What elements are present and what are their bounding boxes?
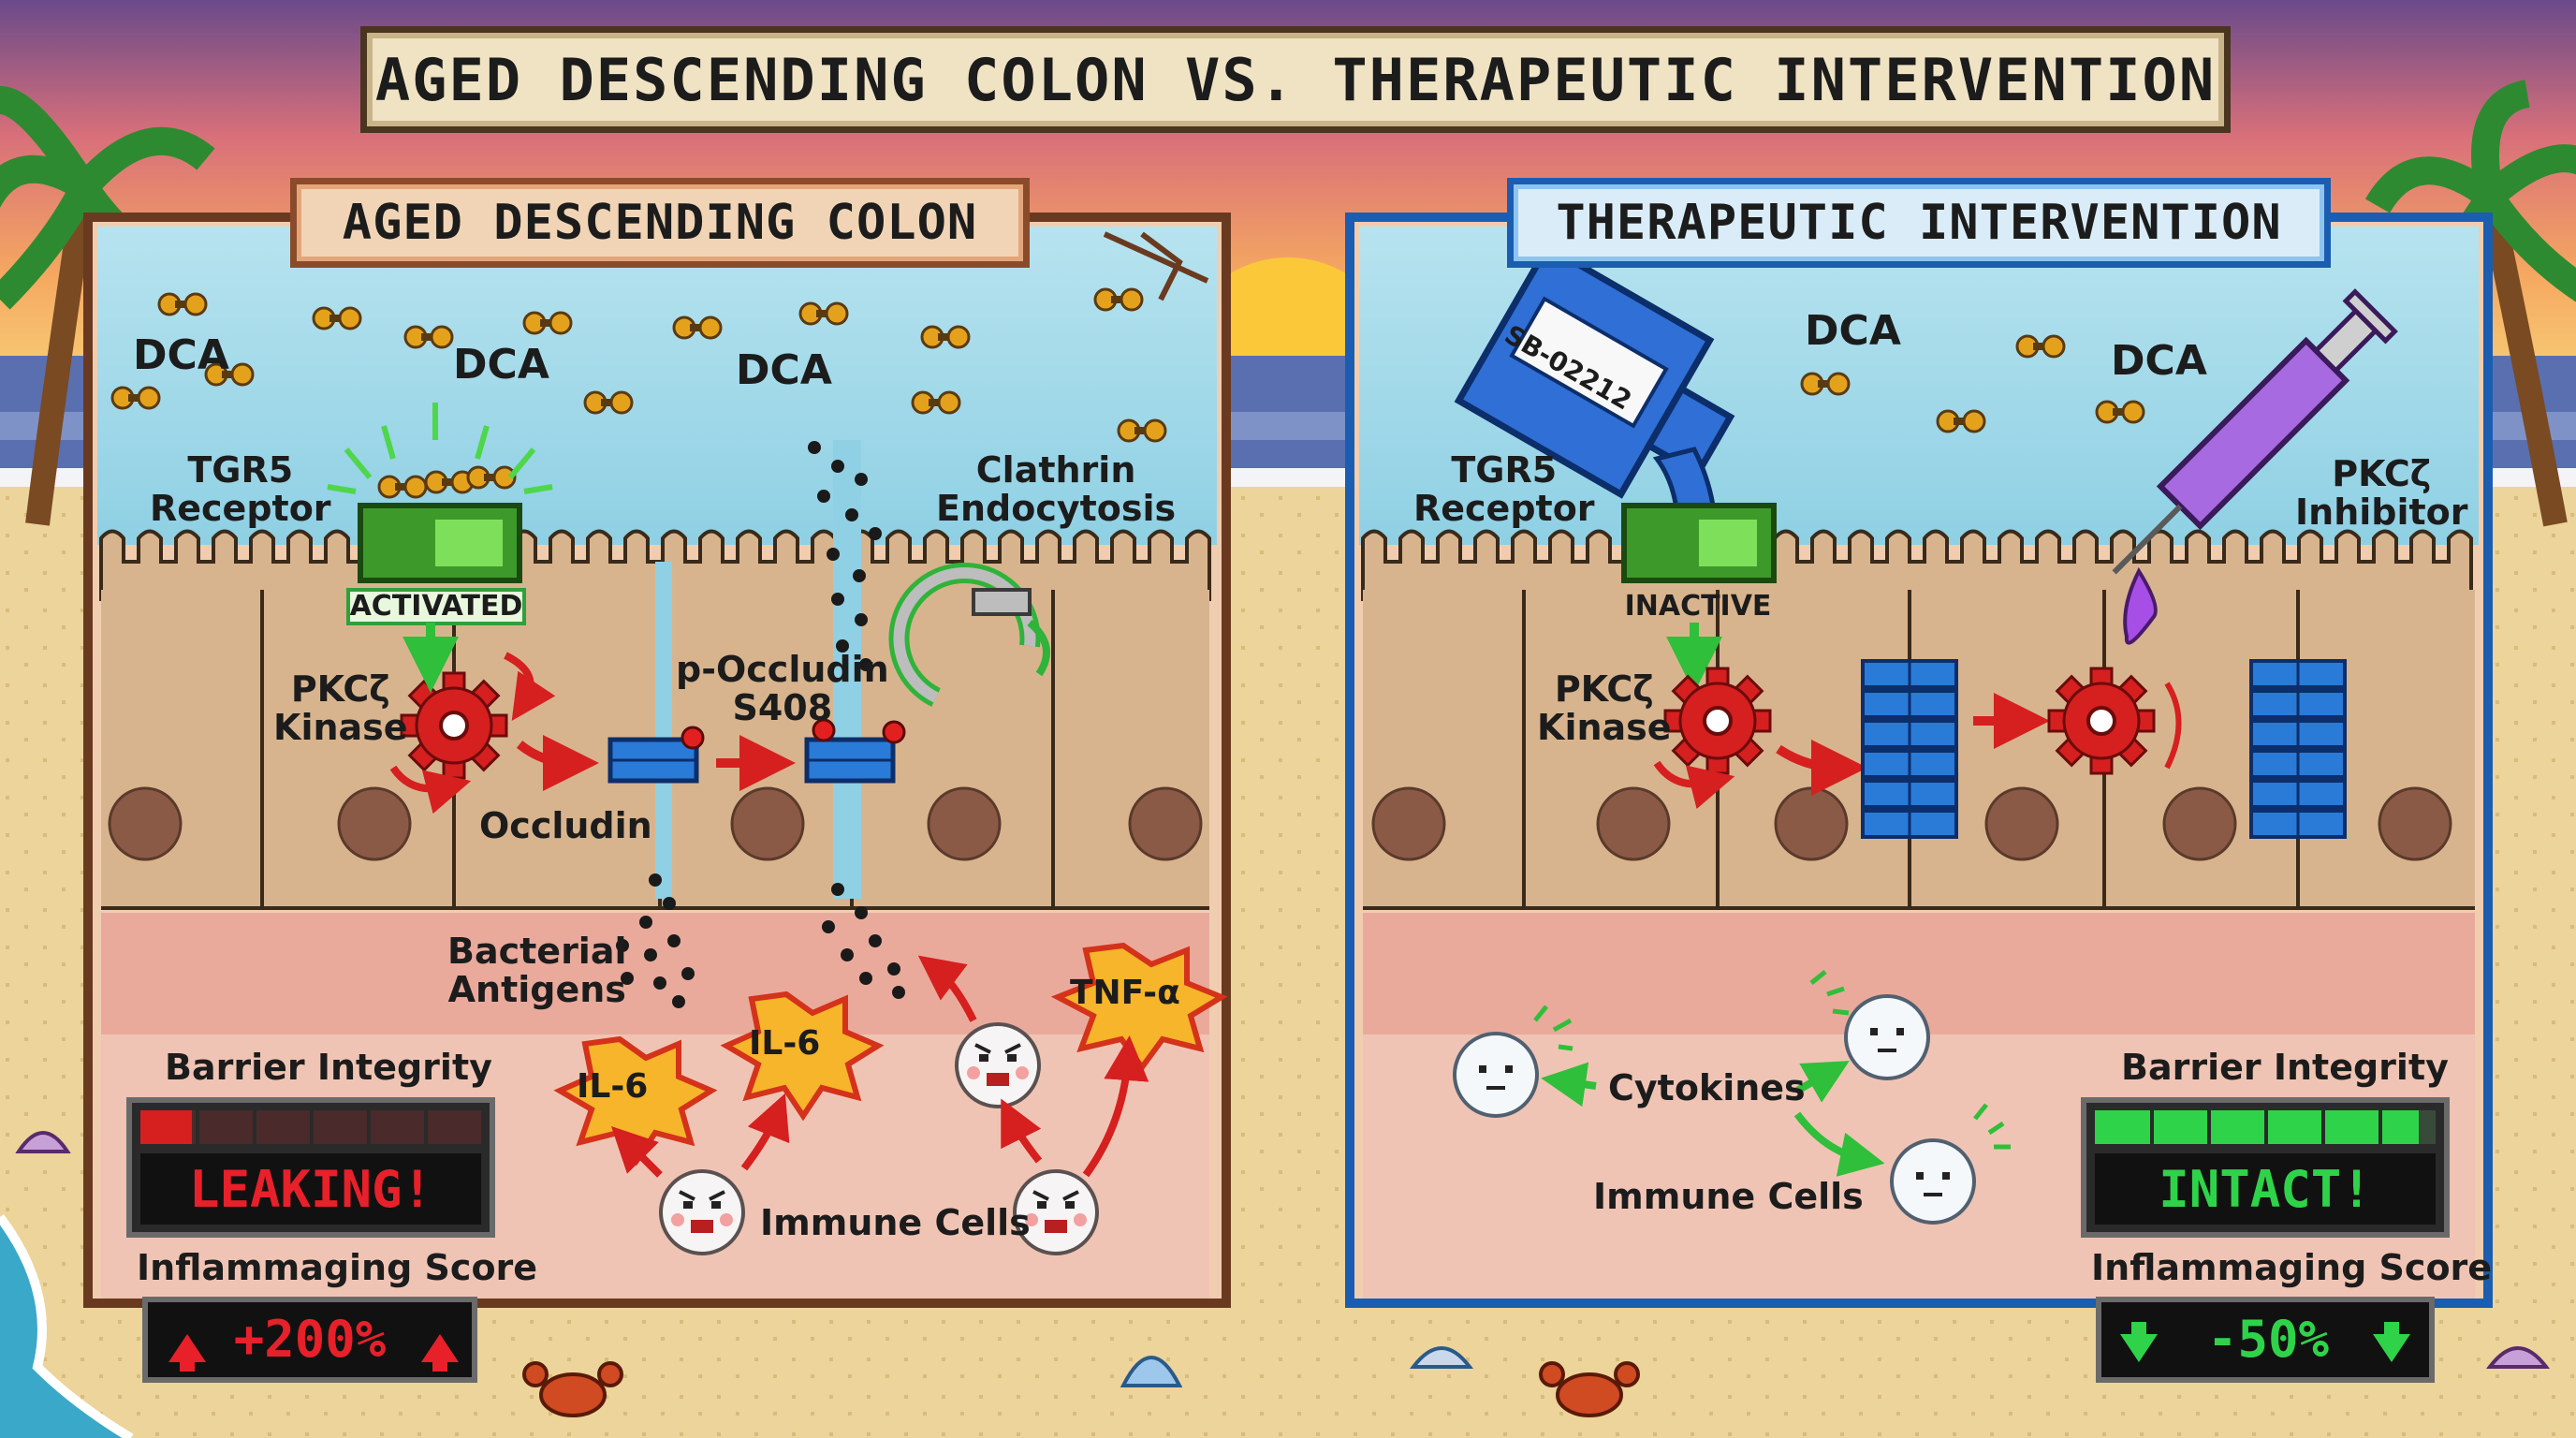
dca-label: DCA [453,341,549,389]
left-panel-title: AGED DESCENDING COLON [342,195,978,251]
immune-cells-label: Immune Cells [1593,1176,1864,1217]
inflammaging-score-label: Inflammaging Score [137,1247,538,1288]
immune-cell-icon [955,1022,1041,1108]
syringe-icon [2112,288,2398,645]
immune-cell-icon [1453,1032,1539,1118]
pkc-kinase-label: PKCζ Kinase [1537,668,1672,749]
tgr5-label: TGR5 Receptor [150,449,331,530]
pkc-gear-icon [1663,667,1772,775]
cytokines-label: Cytokines [1608,1067,1806,1108]
cytokine-label: IL-6 [577,1067,649,1106]
cytokine-label: IL-6 [749,1024,821,1063]
tight-junction-intact [1861,659,1958,839]
barrier-status: INTACT! [2159,1159,2372,1219]
main-title: AGED DESCENDING COLON VS. THERAPEUTIC IN… [374,45,2217,114]
main-title-banner: AGED DESCENDING COLON VS. THERAPEUTIC IN… [360,26,2231,133]
bacterial-antigens-label: Bacterial Antigens [447,931,627,1011]
dca-label: DCA [2111,337,2207,385]
bacterial-antigens [616,873,905,1008]
shell-icon [15,1131,71,1153]
tight-junction-intact [2249,659,2347,839]
inflammaging-score-value: -50% [2206,1309,2330,1369]
p-occludin-label: p-Occludin S408 [676,649,889,729]
crab-icon [522,1361,623,1417]
inflammaging-score-value: +200% [233,1309,387,1369]
immune-cells-label: Immune Cells [760,1202,1031,1243]
barrier-integrity-label: Barrier Integrity [2121,1047,2449,1088]
p-occludin-icon [804,718,906,784]
crab-icon [1539,1361,1640,1417]
tgr5-receptor [1621,503,1777,583]
score-box-right [2096,1297,2435,1383]
clathrin-icon [888,562,1050,707]
left-panel-title-banner: AGED DESCENDING COLON [290,178,1030,268]
pkc-kinase-label: PKCζ Kinase [273,668,408,749]
immune-cell-icon [1844,994,1930,1080]
clathrin-label: Clathrin Endocytosis [936,449,1177,530]
receptor-state-label: ACTIVATED [349,590,523,623]
bottle-icon [1454,242,1735,565]
inhibitor-label: PKCζ Inhibitor [2295,453,2468,534]
shell-icon [1120,1356,1183,1387]
pkc-gear-icon [2047,667,2156,775]
cytokine-label: TNF-α [1070,974,1180,1012]
barrier-meter-right [2081,1097,2450,1238]
cytokine-burst [720,990,885,1122]
immune-cell-icon [1890,1138,1976,1225]
right-panel-title-banner: THERAPEUTIC INTERVENTION [1507,178,2331,268]
receptor-state-label: INACTIVE [1624,590,1772,623]
barrier-status: LEAKING! [188,1159,433,1219]
score-box-left [142,1297,477,1383]
tgr5-label: TGR5 Receptor [1413,449,1595,530]
right-panel-title: THERAPEUTIC INTERVENTION [1556,195,2282,251]
barrier-meter-left [126,1097,495,1238]
pkc-gear-icon [400,671,508,780]
occludin-icon [607,726,705,784]
cytokine-burst [1050,942,1228,1073]
endocytosis-particles [808,441,882,671]
immune-cell-icon [659,1169,745,1255]
dca-label: DCA [1805,307,1901,355]
shell-icon [1409,1346,1474,1369]
tgr5-receptor [327,403,553,625]
barrier-integrity-label: Barrier Integrity [165,1047,492,1088]
dca-label: DCA [736,346,832,394]
shell-icon [2485,1346,2551,1369]
inflammaging-score-label: Inflammaging Score [2091,1247,2493,1288]
occludin-label: Occludin [479,805,652,846]
dca-label: DCA [133,331,229,379]
